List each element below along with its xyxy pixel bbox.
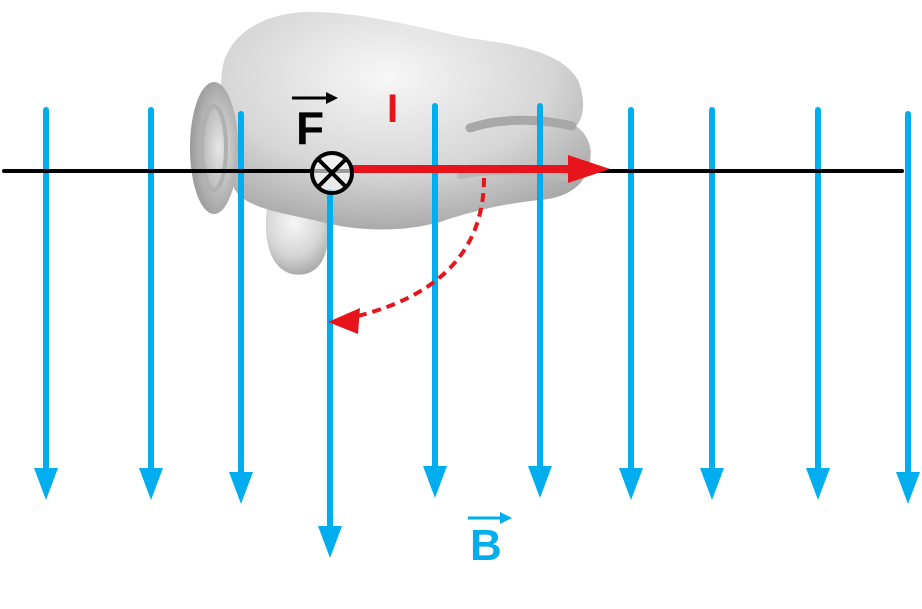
current-arrow <box>352 155 610 183</box>
current-label: I <box>387 87 398 131</box>
field-line <box>700 107 724 500</box>
circle-cross-into-page-icon <box>310 151 354 195</box>
rotation-arc-head <box>328 308 360 334</box>
force-label: F <box>296 102 324 154</box>
field-line <box>229 111 253 504</box>
rotation-arc <box>339 177 486 322</box>
field-line <box>34 107 58 500</box>
field-line <box>806 107 830 500</box>
force-vector-arrow <box>292 92 338 104</box>
field-line <box>318 189 342 558</box>
field-line <box>896 111 920 504</box>
field-line <box>619 107 643 500</box>
right-hand-icon <box>190 11 591 275</box>
field-line <box>139 107 163 500</box>
field-vector-arrow <box>468 512 512 524</box>
field-label: B <box>470 521 502 570</box>
